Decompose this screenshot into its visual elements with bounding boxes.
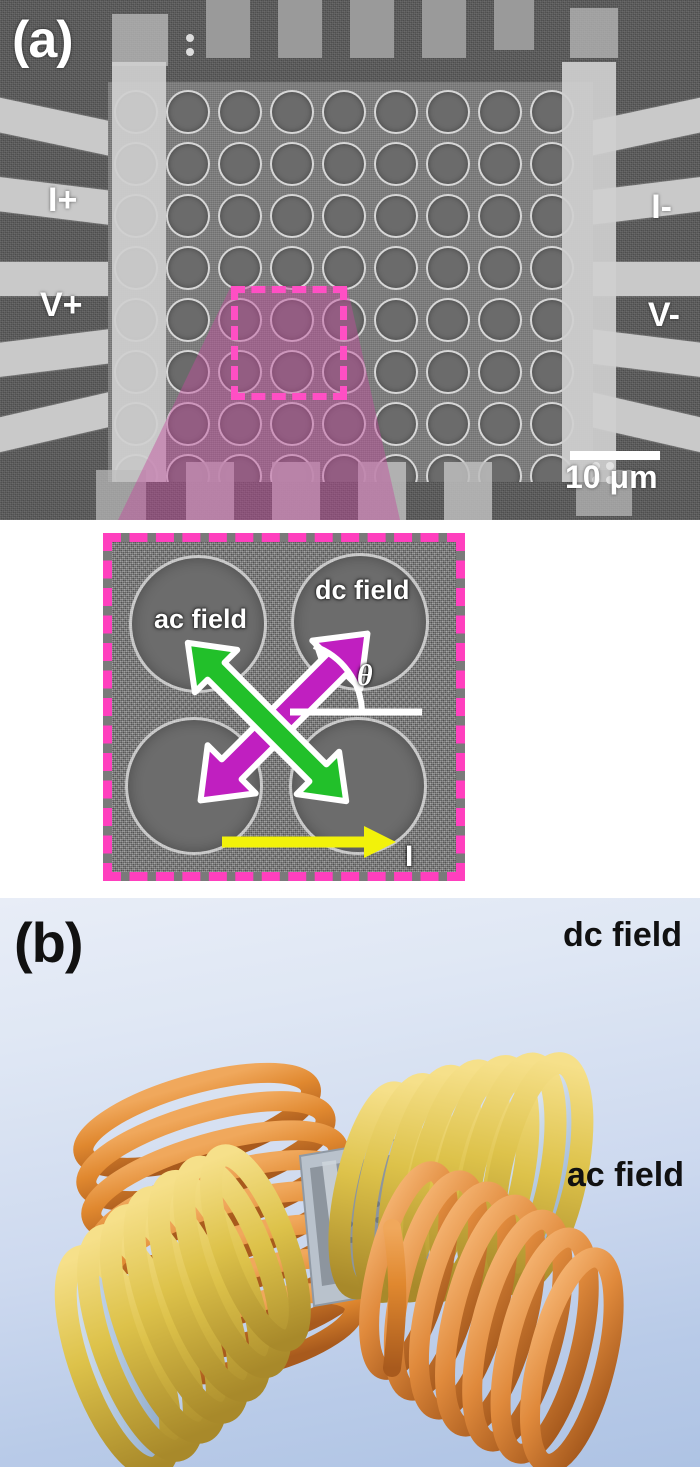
antidot-hole [168, 404, 208, 444]
antidot-hole [480, 92, 520, 132]
antidot-hole [428, 92, 468, 132]
bottom-left-marker-pad [96, 470, 146, 520]
top-pad-1 [206, 0, 250, 58]
antidot-hole [272, 352, 312, 392]
antidot-hole [480, 196, 520, 236]
bottom-pad-3 [358, 462, 406, 520]
antidot-hole [428, 248, 468, 288]
antidot-hole [376, 404, 416, 444]
bottom-pad-2 [272, 462, 320, 520]
antidot-hole [220, 300, 260, 340]
antidot-hole [220, 352, 260, 392]
antidot-hole [168, 92, 208, 132]
antidot-hole [168, 248, 208, 288]
contact-label-v-plus: V+ [40, 286, 83, 324]
antidot-hole [168, 300, 208, 340]
scale-bar-line [570, 451, 660, 460]
contact-bar-right [562, 62, 616, 482]
panel-b-coil-render: (b) dc field ac field [0, 898, 700, 1467]
antidot-hole [324, 92, 364, 132]
antidot-hole [168, 144, 208, 184]
antidot-hole [272, 92, 312, 132]
antidot-hole [168, 196, 208, 236]
antidot-hole [272, 144, 312, 184]
field-arrows-overlay [184, 630, 422, 858]
antidot-hole [220, 248, 260, 288]
inset-label-theta: θ [357, 659, 373, 692]
contact-bar-left [112, 62, 166, 482]
antidot-hole [376, 92, 416, 132]
antidot-hole [324, 144, 364, 184]
zoomed-inset-panel: ac field dc field θ I [103, 533, 465, 881]
antidot-hole [220, 196, 260, 236]
antidot-hole [376, 248, 416, 288]
antidot-hole [428, 404, 468, 444]
antidot-hole [272, 300, 312, 340]
antidot-hole [272, 404, 312, 444]
antidot-hole [220, 144, 260, 184]
bottom-pad-1 [186, 462, 234, 520]
antidot-hole [480, 300, 520, 340]
inset-sem-image: ac field dc field θ I [112, 542, 456, 872]
top-pad-3 [350, 0, 394, 58]
current-arrow [222, 826, 396, 858]
antidot-hole [324, 196, 364, 236]
contact-label-i-minus: I- [651, 188, 672, 226]
theta-arc-head [314, 646, 330, 664]
antidot-hole [376, 300, 416, 340]
zoom-cone-overlay [118, 286, 400, 520]
bottom-pad-4 [444, 462, 492, 520]
antidot-hole [480, 404, 520, 444]
helmholtz-coils-illustration [54, 1052, 624, 1467]
alignment-dot-marks [186, 34, 614, 484]
coil-bottom-left-gold [54, 1144, 311, 1467]
coil-lead-wire [383, 1219, 407, 1377]
theta-arc [312, 643, 365, 713]
inset-label-current: I [405, 840, 414, 872]
top-pad-2 [278, 0, 322, 58]
zoom-selection-box [231, 286, 347, 400]
antidot-hole [324, 404, 364, 444]
panel-a-sem-image: (a) I+ V+ I- V- 10 μm [0, 0, 700, 520]
top-right-marker-pad [570, 8, 618, 58]
top-left-marker-pad [112, 14, 168, 66]
antidot-hole [428, 196, 468, 236]
panel-b-label-ac-field: ac field [566, 1156, 684, 1194]
antidot-hole [480, 144, 520, 184]
contact-label-i-plus: I+ [48, 181, 78, 219]
antidot-hole [428, 300, 468, 340]
panel-b-label-dc-field: dc field [562, 916, 682, 954]
bottom-right-marker-pad [576, 470, 632, 516]
dc-field-arrow [184, 639, 350, 805]
antidot-hole [324, 456, 364, 482]
ac-field-arrow [197, 630, 371, 804]
antidot-hole [324, 248, 364, 288]
antidot-hole [428, 352, 468, 392]
antidot-hole [220, 404, 260, 444]
antidot-hole [376, 196, 416, 236]
antidot-hole [272, 248, 312, 288]
inset-label-ac-field: ac field [154, 604, 248, 634]
antidot-hole [428, 144, 468, 184]
top-pad-5 [494, 0, 534, 50]
antidot-hole [220, 92, 260, 132]
panel-a-label: (a) [12, 11, 74, 69]
antidot-hole [272, 196, 312, 236]
antidot-hole [376, 352, 416, 392]
inset-label-dc-field: dc field [315, 575, 410, 605]
antidot-hole [376, 144, 416, 184]
antidot-hole [480, 248, 520, 288]
top-pad-4 [422, 0, 466, 58]
scale-bar-label: 10 μm [565, 459, 658, 495]
antidot-hole [480, 352, 520, 392]
coil-bottom-right-copper [359, 1161, 624, 1467]
contact-label-v-minus: V- [647, 296, 680, 334]
antidot-hole [168, 352, 208, 392]
panel-b-label: (b) [14, 911, 84, 974]
